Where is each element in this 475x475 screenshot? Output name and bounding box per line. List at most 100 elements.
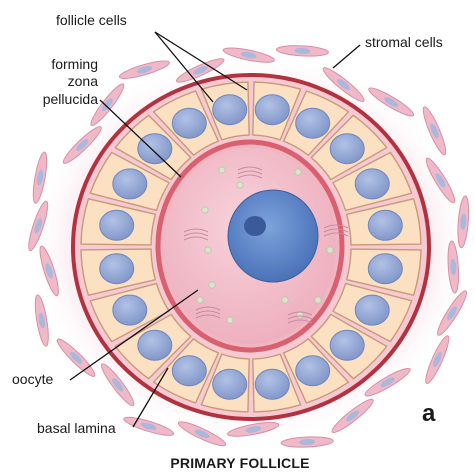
follicle-cell [282,338,350,404]
stromal-cell [457,195,470,249]
follicle-cell [80,198,157,246]
follicle-cell-nucleus [137,133,173,165]
follicle-cell-nucleus [295,355,331,387]
stromal-cell [425,157,456,204]
follicle-cell-nucleus [212,368,248,400]
label-pellucida: pellucida [43,91,98,107]
organelle-membrane [323,228,349,233]
follicle-cell-nucleus [112,294,148,326]
stromal-cell [322,67,365,102]
follicle-cell [252,353,302,413]
nucleolus [244,216,266,236]
organelle-membrane [183,236,209,241]
follicle-cell-nucleus [99,253,135,285]
stromal-cell [368,87,415,117]
stromal-cell [101,363,135,407]
stromal-cell [222,47,275,63]
follicle-cell [200,353,250,413]
stromal-cells [28,45,470,448]
organelle-granule [204,246,212,254]
follicle-cell-nucleus [367,253,403,285]
stromal-cell [331,398,374,433]
follicle-cell-nucleus [295,107,331,139]
label-oocyte: oocyte [12,371,53,387]
organelle-membrane [287,319,313,324]
follicle-cell-nucleus [367,209,403,241]
follicle-cell [310,313,388,380]
stromal-cell [34,294,49,347]
follicle-cell [80,248,157,296]
stromal-cell [118,60,170,79]
organelle-membrane [183,232,209,237]
follicle-cell-nucleus [354,168,390,200]
stromal-cell [177,421,227,447]
panel-letter: a [422,400,436,427]
label-zona: zona [68,73,99,89]
follicle-cell-nucleus [329,329,365,361]
figure-title: PRIMARY FOLLICLE [170,455,309,471]
follicle-cell-layer [80,81,422,413]
organelle-membrane [195,314,221,319]
stromal-cell [227,422,280,437]
follicle-cell [200,81,250,141]
follicle-cell-nucleus [137,329,173,361]
organelle-granule [208,281,216,289]
organelle-granule [296,311,304,319]
leader-follicle-cells-1 [154,31,248,91]
follicle-cell [282,90,350,156]
follicle-cell [332,282,413,343]
organelle-membrane [287,315,313,320]
organelle-membrane [323,224,349,229]
organelle-membrane [183,228,209,233]
stromal-cell [62,126,102,164]
stromal-cell [32,151,48,204]
stromal-cell [275,45,329,57]
stromal-cell [39,245,59,297]
follicle-cell [114,313,192,380]
follicle-cell [152,90,220,156]
stromal-cell [90,83,125,126]
stromal-cell [364,367,411,397]
follicle-cell [114,114,192,181]
stromal-cell [422,106,447,156]
label-basal-lamina: basal lamina [37,420,116,436]
label-forming: forming [51,56,98,72]
follicle-cell-nucleus [171,107,207,139]
oocyte-organelles [183,166,349,324]
organelle-granule [294,168,302,176]
follicle-cell-nucleus [212,94,248,126]
organelle-membrane [323,232,349,237]
leader-oocyte [69,289,199,381]
follicle-cell [345,198,422,246]
follicle-cell-nucleus [112,168,148,200]
organelle-granule [326,246,334,254]
follicle-cell [310,114,388,181]
follicle-cell-nucleus [99,209,135,241]
oocyte-nucleus [227,189,319,283]
organelle-granule [236,181,244,189]
organelle-granule [281,296,289,304]
organelle-granule [196,296,204,304]
organelle-membrane [287,311,313,316]
leader-stromal-cells [332,44,361,69]
organelle-granule [226,316,234,324]
follicle-cell-nucleus [329,133,365,165]
follicle-cell [89,151,170,212]
leader-basal-lamina [132,367,169,428]
stromal-cell [437,290,467,336]
follicle-cell [89,282,170,343]
label-follicle-cells: follicle cells [56,12,127,28]
leader-follicle-cells-2 [154,31,214,103]
follicle-cell [152,338,220,404]
organelle-membrane [237,166,263,171]
label-stromal-cells: stromal cells [365,34,443,50]
follicle-cell [252,81,302,141]
leader-zona-pellucida [99,99,182,178]
follicle-cell [332,151,413,212]
organelle-granule [201,206,209,214]
stromal-cell [425,335,450,384]
organelle-granule [218,166,226,174]
organelle-membrane [237,170,263,175]
follicle-cell-nucleus [254,368,290,400]
organelle-granule [314,296,322,304]
